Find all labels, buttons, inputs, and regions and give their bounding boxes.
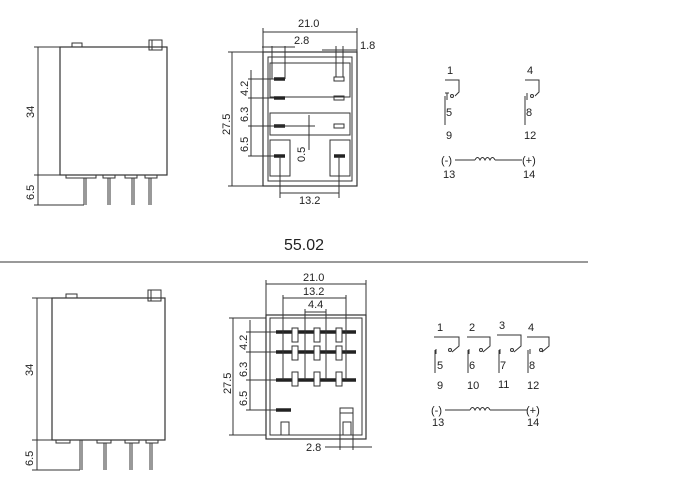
coil-terminal-14: 14 (523, 169, 535, 181)
dim-row1: 4.2 (238, 335, 250, 350)
model-label: 55.02 (284, 237, 324, 254)
dim-width: 21.0 (303, 272, 324, 284)
dim-gap: 0.5 (296, 147, 308, 162)
contact-com-2: 2 (469, 322, 475, 334)
dim-pin-width: 2.8 (294, 35, 309, 47)
dim-depth: 27.5 (221, 114, 233, 135)
contact-com-1: 1 (437, 322, 443, 334)
dim-row3: 6.5 (238, 391, 250, 406)
contact-com-1: 1 (447, 65, 453, 77)
top-schematic: 1 5 9 4 8 12 (-) (+) 13 14 (441, 65, 540, 181)
dim-pitch: 13.2 (303, 286, 324, 298)
dim-height: 34 (24, 364, 36, 376)
top-side-view: 34 6.5 (25, 39, 168, 206)
coil-terminal-13: 13 (443, 169, 455, 181)
bottom-schematic: 1 2 3 4 5 6 7 8 9 10 11 12 (-) (+) 13 14 (431, 320, 550, 429)
coil-terminal-13: 13 (432, 417, 444, 429)
contact-com-4: 4 (527, 65, 533, 77)
contact-nc-5: 5 (437, 360, 443, 372)
dim-pin-length: 6.5 (24, 451, 36, 466)
contact-nc-5: 5 (446, 107, 452, 119)
contact-no-12: 12 (524, 130, 536, 142)
contact-no-12: 12 (527, 380, 539, 392)
bottom-front-view: 21.0 13.2 4.4 27.5 4.2 6.3 6.5 2.8 (222, 272, 372, 454)
coil-minus: (-) (431, 405, 442, 417)
contact-com-4: 4 (528, 322, 534, 334)
coil-plus: (+) (522, 155, 536, 167)
coil-terminal-14: 14 (527, 417, 539, 429)
contact-nc-6: 6 (469, 360, 475, 372)
contact-no-11: 11 (498, 379, 509, 391)
contact-nc-8: 8 (526, 107, 532, 119)
dim-depth: 27.5 (222, 373, 234, 394)
dim-row3: 6.5 (239, 137, 251, 152)
dim-inner-pitch: 4.4 (308, 299, 323, 311)
dim-height: 34 (25, 106, 37, 118)
bottom-side-view: 34 6.5 (24, 289, 166, 471)
dim-row1: 4.2 (239, 81, 251, 96)
top-front-view: 21.0 2.8 1.8 27.5 4.2 6.3 6.5 0.5 13.2 (221, 18, 375, 207)
contact-nc-7: 7 (500, 360, 506, 372)
dim-pitch: 13.2 (299, 195, 320, 207)
coil-minus: (-) (441, 155, 452, 167)
coil-plus: (+) (526, 405, 540, 417)
contact-com-3: 3 (499, 320, 505, 332)
contact-nc-8: 8 (529, 360, 535, 372)
dim-pin-length: 6.5 (25, 185, 37, 200)
contact-no-10: 10 (467, 380, 479, 392)
dim-pin-width: 2.8 (306, 442, 321, 454)
contact-no-9: 9 (446, 130, 452, 142)
dim-row2: 6.3 (238, 362, 250, 377)
dim-width: 21.0 (298, 18, 319, 30)
contact-no-9: 9 (437, 380, 443, 392)
dim-pin-offset: 1.8 (360, 40, 375, 52)
dim-row2: 6.3 (239, 107, 251, 122)
